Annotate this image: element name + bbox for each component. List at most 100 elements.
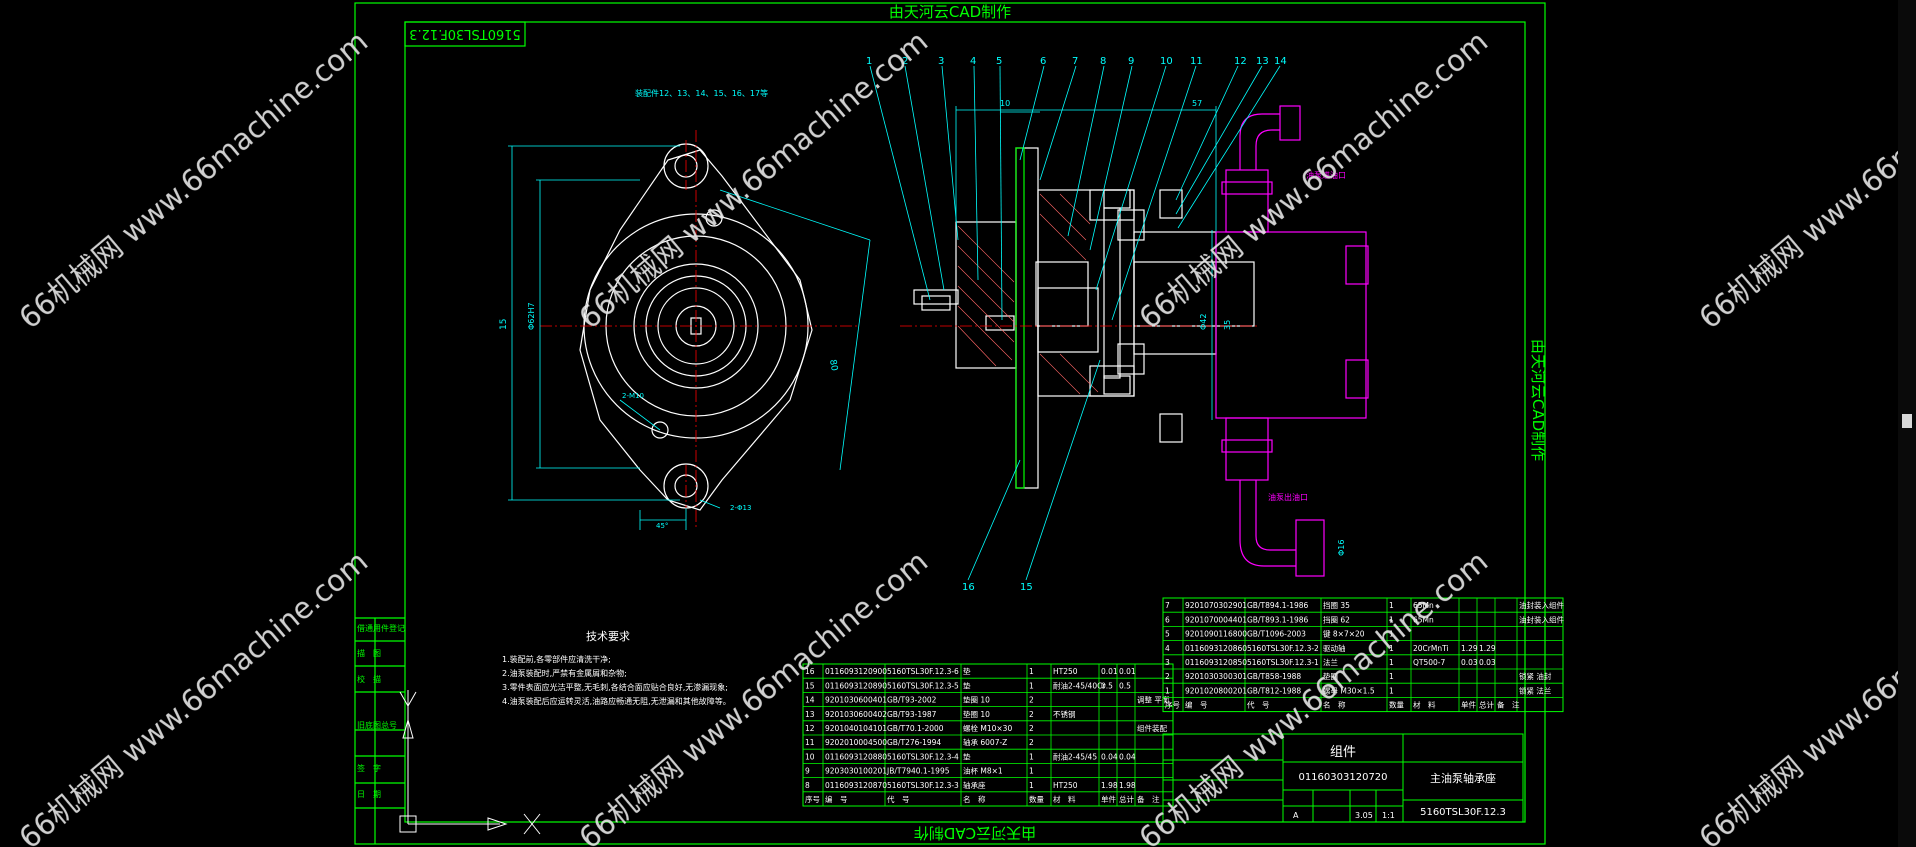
ucs-icon xyxy=(399,690,541,835)
table-cell: 0.01 xyxy=(1101,667,1118,676)
table-cell: 耐油2-45/45 xyxy=(1053,751,1097,761)
table-cell: 垫 xyxy=(963,751,971,761)
table-cell: 4 xyxy=(1165,644,1170,653)
table-cell: 0.04 xyxy=(1101,752,1118,761)
callout-number: 10 xyxy=(1160,56,1173,67)
drawing-frame xyxy=(354,2,1546,845)
table-cell: 油封装入组件 xyxy=(1519,600,1564,610)
callout-number: 12 xyxy=(1234,56,1247,67)
dim-label: Φ42 xyxy=(1199,314,1208,330)
callout-number: 6 xyxy=(1040,56,1046,67)
table-cell: 3 xyxy=(1165,658,1170,667)
table-header-cell: 备 注 xyxy=(1497,700,1520,710)
table-cell: 5160TSL30F.12.3-1 xyxy=(1247,658,1319,667)
table-cell: 11 xyxy=(805,738,815,747)
table-cell: 65Mn xyxy=(1413,601,1434,610)
table-cell: 20CrMnTi xyxy=(1413,644,1449,653)
table-header-cell: 总计 xyxy=(1119,794,1135,804)
table-cell: 1 xyxy=(1389,601,1394,610)
tech-requirements-lines: 1.装配前,各零部件应清洗干净; 2.油泵装配时,严禁有金属屑和杂物; 3.零件… xyxy=(502,654,731,706)
dim-label: Φ62H7 xyxy=(527,302,536,330)
table-cell: 垫圈 10 xyxy=(963,709,990,719)
table-cell: 5160TSL30F.12.3-5 xyxy=(887,681,959,690)
table-cell: 16 xyxy=(805,667,815,676)
frame-title-right: 由天河云CAD制作 xyxy=(1529,339,1547,461)
table-cell: 0116093120890 xyxy=(825,681,887,690)
table-cell: GB/T812-1988 xyxy=(1247,686,1301,695)
table-cell: 1 xyxy=(1165,686,1170,695)
callout-leaders xyxy=(869,65,1281,581)
table-cell: 1 xyxy=(1389,630,1394,639)
table-cell: 2 xyxy=(1029,724,1034,733)
table-cell: 2 xyxy=(1165,672,1170,681)
title-part-name: 主油泵轴承座 xyxy=(1430,771,1496,785)
left-label: 校 描 xyxy=(357,674,381,684)
callout-number: 11 xyxy=(1190,56,1203,67)
table-cell: 1 xyxy=(1029,767,1034,776)
table-cell: 1.29 xyxy=(1479,644,1496,653)
table-cell: 挡圈 62 xyxy=(1323,614,1350,624)
table-header-cell: 序号 xyxy=(805,794,820,804)
table-cell: 0116093120850 xyxy=(1185,658,1247,667)
table-cell: 0116093120900 xyxy=(825,667,887,676)
table-cell: 9201020800201 xyxy=(1185,686,1247,695)
callout-number: 15 xyxy=(1020,582,1033,593)
title-block xyxy=(1162,733,1524,823)
left-label: 日 期 xyxy=(357,790,381,799)
callout-number: 16 xyxy=(962,582,975,593)
table-cell: GB/T894.1-1986 xyxy=(1247,601,1309,610)
left-label: 旧底图总号 xyxy=(357,720,397,730)
tech-line: 4.油泵装配后应运转灵活,油路应畅通无阻,无泄漏和其他故障等。 xyxy=(502,696,731,706)
table-cell: 5160TSL30F.12.3-6 xyxy=(887,667,959,676)
tech-line: 1.装配前,各零部件应清洗干净; xyxy=(502,654,611,664)
title-part-number: 01160303120720 xyxy=(1298,772,1387,783)
title-mass: 3.05 xyxy=(1355,811,1373,820)
table-cell: 1 xyxy=(1389,658,1394,667)
table-cell: 2 xyxy=(1029,738,1034,747)
dim-label: 15 xyxy=(499,319,509,330)
vertical-scrollbar[interactable] xyxy=(1898,0,1916,847)
dim-label: 35 xyxy=(1223,320,1232,330)
frame-title-top: 由天河云CAD制作 xyxy=(889,3,1011,21)
table-cell: 1 xyxy=(1389,644,1394,653)
table-cell: 螺栓 M10×30 xyxy=(963,723,1012,733)
dim-label: 45° xyxy=(656,522,668,530)
oil-outlet-label: 油泵出油口 xyxy=(1268,492,1308,502)
table-header-cell: 单件 xyxy=(1461,700,1477,710)
tech-line: 3.零件表面应光洁平整,无毛刺,各结合面应贴合良好,无渗漏现象; xyxy=(502,682,728,692)
table-cell: 15 xyxy=(805,681,815,690)
dim-label: 80 xyxy=(827,359,839,372)
dim-label: Φ16 xyxy=(1337,540,1346,556)
assembly-note: 装配件12、13、14、15、16、17等 xyxy=(635,88,768,98)
left-frame-labels: 借通用件登记 描 图 校 描 旧底图总号 签 字 日 期 xyxy=(357,623,405,799)
table-cell: 驱动轴 xyxy=(1323,643,1346,653)
table-cell: 2 xyxy=(1029,696,1034,705)
table-cell: 1 xyxy=(1389,615,1394,624)
table-header-cell: 序号 xyxy=(1165,700,1180,710)
scrollbar-thumb[interactable] xyxy=(1902,414,1912,428)
callout-number: 7 xyxy=(1072,56,1078,67)
table-cell: GB/T893.1-1986 xyxy=(1247,615,1309,624)
table-cell: 0.01 xyxy=(1119,667,1136,676)
table-cell: GB/T858-1988 xyxy=(1247,672,1301,681)
callout-numbers: 1 2 3 4 5 6 7 8 9 10 11 12 13 14 15 16 xyxy=(866,56,1287,593)
table-cell: JB/T7940.1-1995 xyxy=(886,767,950,776)
callout-number: 9 xyxy=(1128,56,1134,67)
table-cell: 调整 平衡 xyxy=(1137,695,1170,705)
table-cell: HT250 xyxy=(1053,781,1078,790)
table-cell: 65Mn xyxy=(1413,615,1434,624)
table-header-cell: 备 注 xyxy=(1137,794,1160,804)
title-scale: 1:1 xyxy=(1382,811,1395,820)
dim-label: 2-Φ13 xyxy=(730,504,751,512)
table-cell: GB/T70.1-2000 xyxy=(887,724,944,733)
table-cell: 垫 xyxy=(963,666,971,676)
table-cell: 14 xyxy=(805,696,815,705)
table-cell: 1 xyxy=(1029,667,1034,676)
oil-inlet-label: 油泵进油口 xyxy=(1306,170,1346,180)
table-cell: 5160TSL30F.12.3-3 xyxy=(887,781,959,790)
table-cell: 9203030100201 xyxy=(825,767,887,776)
table-cell: 9201030300301 xyxy=(1185,672,1247,681)
title-stage: A xyxy=(1293,811,1299,820)
